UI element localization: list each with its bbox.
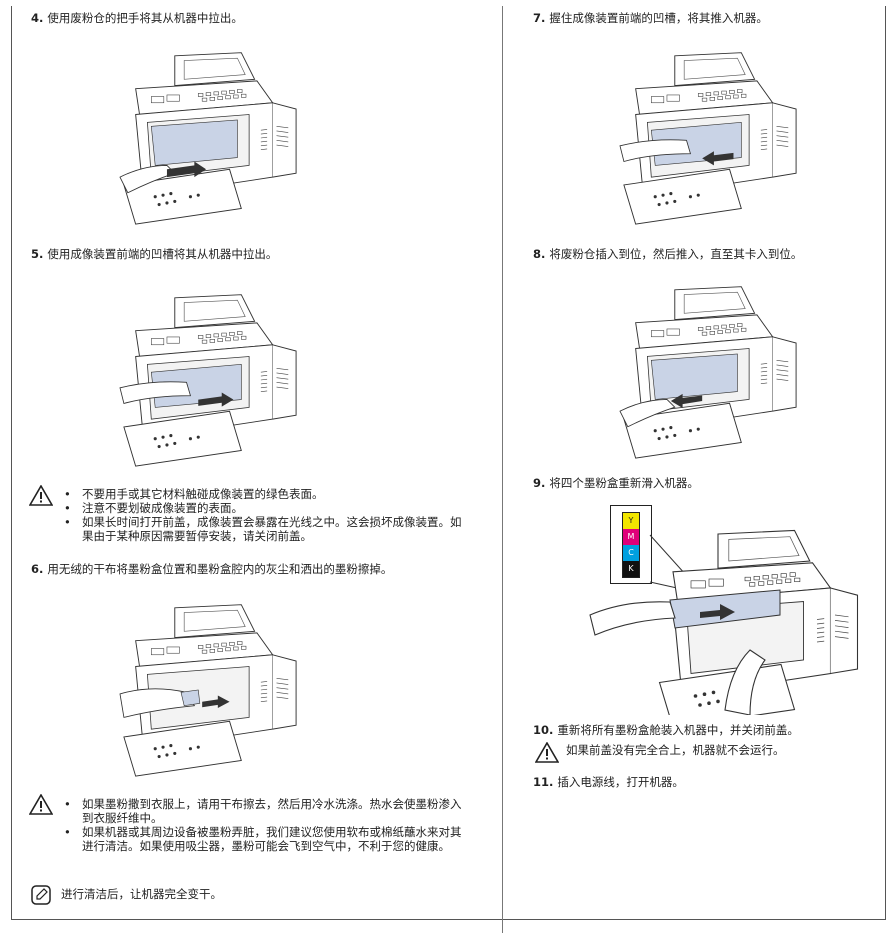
step-number: 11. (533, 775, 554, 789)
caution-item: 如果机器或其周边设备被墨粉弄脏，我们建议您使用软布或棉纸蘸水来对其进行清洁。如果… (60, 825, 465, 853)
printer-illustration-step8 (619, 286, 797, 459)
step-number: 5. (31, 247, 44, 261)
step-number: 6. (31, 562, 44, 576)
step-10: 10.重新将所有墨粉盒舱装入机器中，并关闭前盖。 (533, 723, 799, 738)
step-number: 4. (31, 11, 44, 25)
caution-list-2: 如果墨粉撒到衣服上，请用干布擦去，然后用冷水洗涤。热水会使墨粉渗入到衣服纤维中。… (60, 797, 465, 853)
caution-item: 如果长时间打开前盖，成像装置会暴露在光线之中。这会损坏成像装置。如果由于某种原因… (60, 515, 470, 543)
hand (119, 381, 192, 405)
step-4: 4.使用废粉仓的把手将其从机器中拉出。 (31, 11, 243, 26)
step-text: 握住成像装置前端的凹槽，将其推入机器。 (549, 11, 768, 25)
caution-list-1: 不要用手或其它材料触碰成像装置的绿色表面。 注意不要划破成像装置的表面。 如果长… (60, 487, 470, 543)
warning-icon (535, 742, 559, 763)
step-number: 10. (533, 723, 554, 737)
step-8: 8.将废粉仓插入到位，然后推入，直至其卡入到位。 (533, 247, 802, 262)
printer-illustration-step5 (119, 294, 297, 467)
step-number: 7. (533, 11, 546, 25)
toner-label-inset: Y M C K (610, 505, 652, 584)
hand (619, 398, 676, 428)
step-6: 6.用无绒的干布将墨粉盒位置和墨粉盒腔内的灰尘和洒出的墨粉擦掉。 (31, 562, 392, 577)
push-arrow (670, 393, 703, 408)
warning-icon (29, 794, 53, 815)
caution-item: 注意不要划破成像装置的表面。 (60, 501, 470, 515)
hand (119, 688, 196, 718)
toner-cyan: C (623, 545, 639, 561)
toner-magenta: M (623, 529, 639, 545)
printer-illustration-step7 (619, 52, 797, 225)
step-number: 8. (533, 247, 546, 261)
step-9: 9.将四个墨粉盒重新滑入机器。 (533, 476, 699, 491)
step-text: 插入电源线，打开机器。 (557, 775, 684, 789)
printer-illustration-step6 (119, 604, 297, 777)
note-text: 进行清洁后，让机器完全变干。 (61, 887, 222, 901)
caution-item: 不要用手或其它材料触碰成像装置的绿色表面。 (60, 487, 470, 501)
note-icon (31, 885, 51, 905)
toner-yellow: Y (623, 513, 639, 529)
step-11: 11.插入电源线，打开机器。 (533, 775, 684, 790)
pull-arrow (166, 161, 207, 178)
hand (619, 139, 692, 163)
caution-text-3: 如果前盖没有完全合上，机器就不会运行。 (566, 743, 785, 757)
wipe-arrow (202, 695, 230, 708)
insert-arrow (700, 604, 735, 620)
toner-color-strip: Y M C K (622, 512, 640, 578)
step-text: 使用废粉仓的把手将其从机器中拉出。 (47, 11, 243, 25)
step-text: 使用成像装置前端的凹槽将其从机器中拉出。 (47, 247, 278, 261)
caution-item: 如果墨粉撒到衣服上，请用干布擦去，然后用冷水洗涤。热水会使墨粉渗入到衣服纤维中。 (60, 797, 465, 825)
step-7: 7.握住成像装置前端的凹槽，将其推入机器。 (533, 11, 768, 26)
step-number: 9. (533, 476, 546, 490)
step-text: 用无绒的干布将墨粉盒位置和墨粉盒腔内的灰尘和洒出的墨粉擦掉。 (47, 562, 393, 576)
step-text: 重新将所有墨粉盒舱装入机器中，并关闭前盖。 (557, 723, 799, 737)
hand (724, 649, 766, 715)
cloth (180, 689, 201, 707)
toner-black: K (623, 561, 639, 577)
hand (589, 601, 676, 636)
step-text: 将四个墨粉盒重新滑入机器。 (549, 476, 699, 490)
page-frame (11, 6, 886, 920)
push-arrow (702, 151, 734, 166)
warning-icon (29, 485, 53, 506)
printer-illustration-step9 (589, 529, 859, 715)
printer-illustration-step4 (119, 52, 297, 225)
pull-arrow (198, 392, 234, 407)
step-5: 5.使用成像装置前端的凹槽将其从机器中拉出。 (31, 247, 277, 262)
column-divider (502, 6, 503, 933)
step-text: 将废粉仓插入到位，然后推入，直至其卡入到位。 (549, 247, 803, 261)
